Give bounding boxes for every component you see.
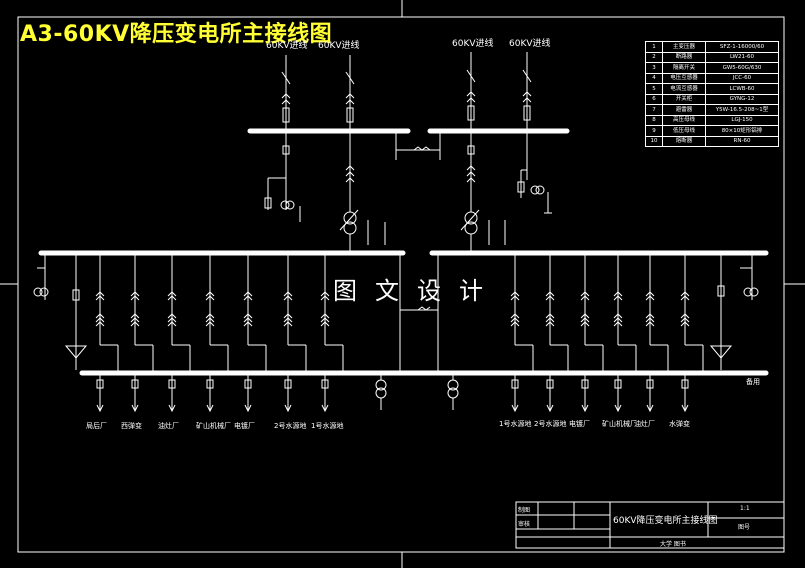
incoming-label-4: 60KV进线 xyxy=(509,39,551,49)
incoming-line-4 xyxy=(522,52,532,131)
feeder-bay xyxy=(167,253,191,413)
feeder-bay xyxy=(645,253,669,413)
feeder-bay xyxy=(545,253,569,413)
equipment-no: 2 xyxy=(645,51,663,63)
incoming-line-3 xyxy=(466,52,476,131)
equipment-no: 7 xyxy=(645,104,663,116)
drawn-label: 制图 xyxy=(518,507,531,514)
equipment-no: 9 xyxy=(645,125,663,137)
feeder-label-right: 矿山机械厂 xyxy=(602,420,637,428)
main-transformer-1 xyxy=(339,160,386,252)
equipment-name: 断路器 xyxy=(662,51,706,63)
watermark: 图文设计 xyxy=(333,277,501,305)
equipment-name: 低压母线 xyxy=(662,125,706,137)
equipment-no: 1 xyxy=(645,41,663,53)
feeder-bay xyxy=(510,253,534,413)
feeder-bay xyxy=(95,253,119,413)
equipment-no: 5 xyxy=(645,83,663,95)
feeder-label-left: 电镀厂 xyxy=(234,422,255,430)
equipment-no: 6 xyxy=(645,93,663,105)
main-transformer-2 xyxy=(460,160,506,252)
station-transformer-right xyxy=(447,373,459,410)
feeder-label-left: 2号水源地 xyxy=(274,422,307,430)
equipment-no: 10 xyxy=(645,135,663,147)
feeder-label-right: 水弹变 xyxy=(669,420,690,428)
equipment-model: LGJ-150 xyxy=(705,114,779,126)
station-transformer-left xyxy=(375,373,387,410)
equipment-model: JCC-60 xyxy=(705,72,779,84)
incoming-line-1 xyxy=(281,55,291,131)
equipment-no: 4 xyxy=(645,72,663,84)
equipment-name: 熔断器 xyxy=(662,135,706,147)
sheet-label: 图号 xyxy=(738,524,751,531)
feeder-label-right: 油灶厂 xyxy=(634,420,655,428)
feeder-label-left: 局后厂 xyxy=(86,422,107,430)
feeder-bays xyxy=(95,253,704,413)
hv-bus-tie xyxy=(349,131,441,200)
equipment-name: 主变压器 xyxy=(662,41,706,53)
equipment-no: 8 xyxy=(645,114,663,126)
drawing-title: A3-60KV降压变电所主接线图 xyxy=(20,22,333,47)
feeder-bay xyxy=(320,253,344,413)
feeder-label-left: 油灶厂 xyxy=(158,422,179,430)
incoming-label-1: 60KV进线 xyxy=(266,41,308,51)
feeder-label-left: 西弹变 xyxy=(121,422,142,430)
feeder-bay xyxy=(613,253,637,413)
title-block-frame xyxy=(515,501,785,549)
pt-branch-left xyxy=(264,131,301,222)
feeder-bay xyxy=(205,253,229,413)
feeder-bay xyxy=(130,253,154,413)
checked-label: 审核 xyxy=(518,521,531,528)
equipment-name: 高压母线 xyxy=(662,114,706,126)
equipment-name: 开关柜 xyxy=(662,93,706,105)
equipment-model: RN-60 xyxy=(705,135,779,147)
equipment-model: LW21-60 xyxy=(705,51,779,63)
lv-pt-right xyxy=(709,253,759,370)
equipment-name: 电流互感器 xyxy=(662,83,706,95)
school-label: 大学 图书 xyxy=(660,541,686,548)
feeder-bay xyxy=(680,253,704,413)
feeder-bay xyxy=(283,253,307,413)
feeder-bay xyxy=(580,253,604,413)
title-block-name: 60KV降压变电所主接线图 xyxy=(613,516,718,526)
incoming-label-2: 60KV进线 xyxy=(318,41,360,51)
pt-branch-right xyxy=(467,131,552,214)
equipment-name: 电压互感器 xyxy=(662,72,706,84)
equipment-no: 3 xyxy=(645,62,663,74)
feeder-label-right: 1号水源地 xyxy=(499,420,532,428)
scale-value: 1:1 xyxy=(740,505,750,512)
feeder-label-left: 1号水源地 xyxy=(311,422,344,430)
feeder-label-right: 2号水源地 xyxy=(534,420,567,428)
equipment-model: GYNG-12 xyxy=(705,93,779,105)
equipment-name: 避雷器 xyxy=(662,104,706,116)
incoming-line-2 xyxy=(345,55,355,131)
feeder-bay xyxy=(243,253,267,413)
equipment-name: 隔离开关 xyxy=(662,62,706,74)
feeder-label-left: 矿山机械厂 xyxy=(196,422,231,430)
equipment-model: LCWB-60 xyxy=(705,83,779,95)
equipment-model: SFZ-1-16000/60 xyxy=(705,41,779,53)
equipment-model: Y5W-16.5-208~1型 xyxy=(705,104,779,116)
equipment-model: 80×10矩形铝排 xyxy=(705,125,779,137)
lv-bus-tie xyxy=(399,253,439,373)
incoming-label-3: 60KV进线 xyxy=(452,39,494,49)
spare-label: 备用 xyxy=(746,378,760,386)
feeder-label-right: 电镀厂 xyxy=(569,420,590,428)
equipment-model: GW5-60G/630 xyxy=(705,62,779,74)
lv-pt-left xyxy=(33,253,88,370)
